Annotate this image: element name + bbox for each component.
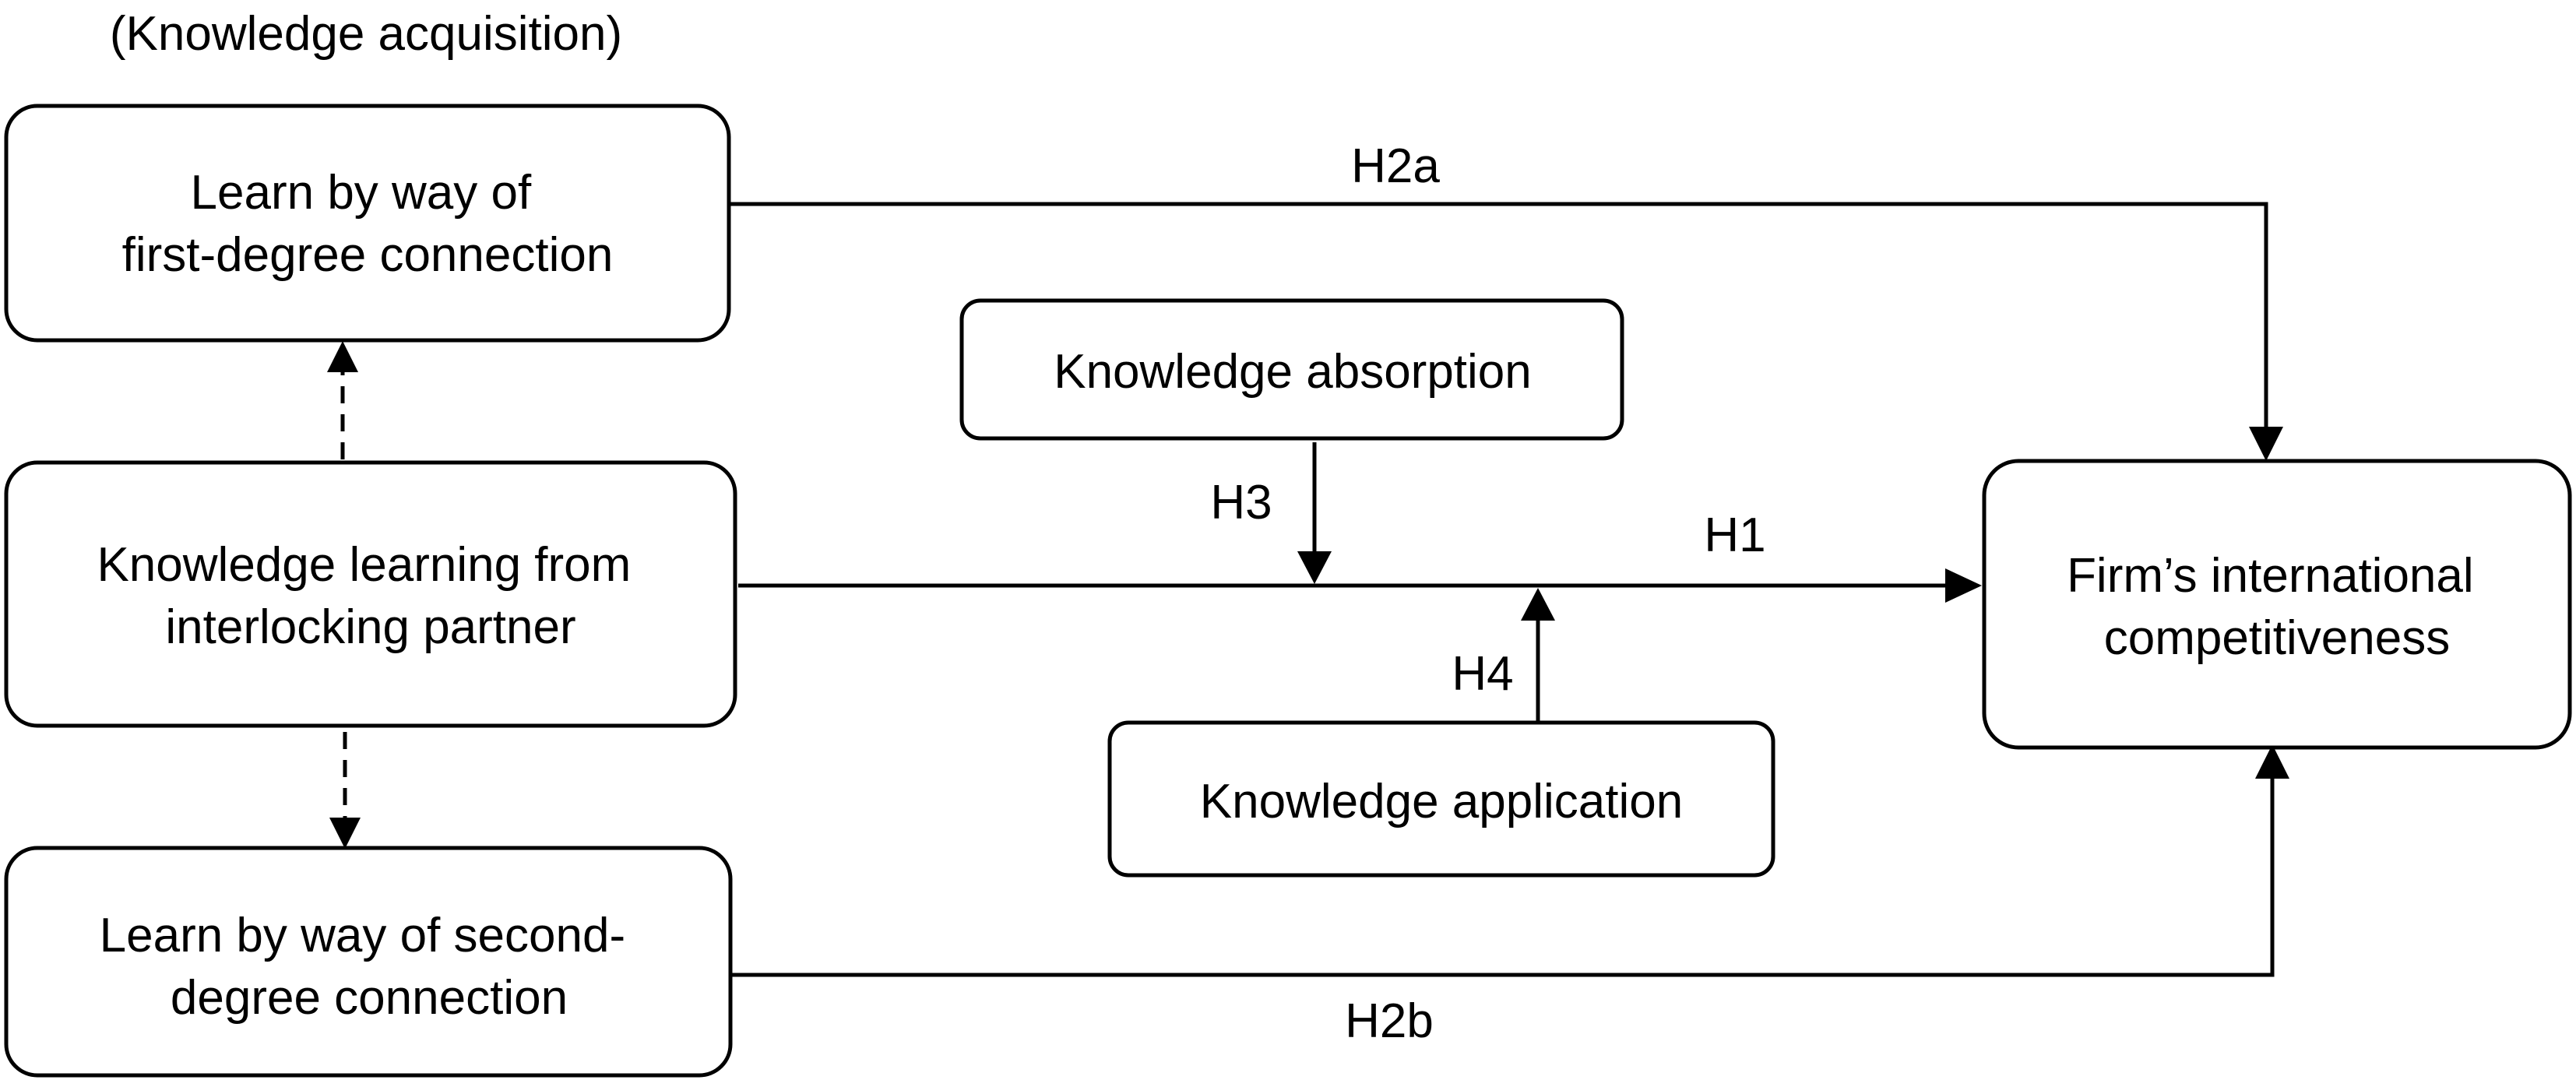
node-interlocking-line-1: Knowledge learning from <box>97 538 631 592</box>
edge-h2b-arrowhead <box>2255 744 2289 779</box>
node-application-label: Knowledge application <box>1200 775 1683 828</box>
node-absorption-label: Knowledge absorption <box>1054 345 1532 399</box>
node-second-degree-line-1: Learn by way of second- <box>100 909 626 962</box>
node-first-degree-line-2: first-degree connection <box>122 228 614 282</box>
edge-h1-arrowhead <box>1945 568 1982 603</box>
node-first-degree-line-1: Learn by way of <box>191 166 532 220</box>
svg-text:Learn by way of first-de: Learn by way of first-degree connection <box>122 166 614 282</box>
node-knowledge-absorption: Knowledge absorption <box>959 298 1624 441</box>
node-interlocking-partner: Knowledge learning from interlocking par… <box>4 460 737 728</box>
node-first-degree-connection: Learn by way of first-degree connection <box>4 104 731 343</box>
edge-label-h2b: H2b <box>1345 994 1434 1048</box>
node-second-degree-connection: Learn by way of second- degree connectio… <box>4 846 733 1078</box>
edge-dashed-to-first-degree-arrowhead <box>327 341 358 372</box>
node-knowledge-application: Knowledge application <box>1107 720 1775 878</box>
edge-h2b-line <box>732 775 2275 977</box>
edge-h2a-arrowhead <box>2249 427 2283 461</box>
node-second-degree-line-2: degree connection <box>171 971 568 1025</box>
edge-label-h4: H4 <box>1452 647 1513 701</box>
edge-h3-arrowhead <box>1297 551 1332 584</box>
edge-label-h3: H3 <box>1210 476 1272 529</box>
edge-label-h1: H1 <box>1704 508 1765 562</box>
edge-h4-arrowhead <box>1521 588 1555 621</box>
svg-text:Learn by way of second-: Learn by way of second- degree connectio… <box>100 909 639 1025</box>
svg-text:Knowledge learning from: Knowledge learning from interlocking par… <box>97 538 644 654</box>
edge-label-h2a: H2a <box>1351 139 1440 193</box>
node-competitiveness-line-1: Firm’s international <box>2067 549 2474 603</box>
node-competitiveness-line-2: competitiveness <box>2104 611 2451 665</box>
edge-h2a-line <box>730 202 2268 430</box>
node-interlocking-line-2: interlocking partner <box>165 600 575 654</box>
edge-dashed-to-second-degree-arrowhead <box>329 818 361 849</box>
svg-text:Firm’s international com: Firm’s international competitiveness <box>2067 549 2487 665</box>
node-international-competitiveness: Firm’s international competitiveness <box>1982 459 2572 750</box>
group-label: (Knowledge acquisition) <box>110 7 622 61</box>
